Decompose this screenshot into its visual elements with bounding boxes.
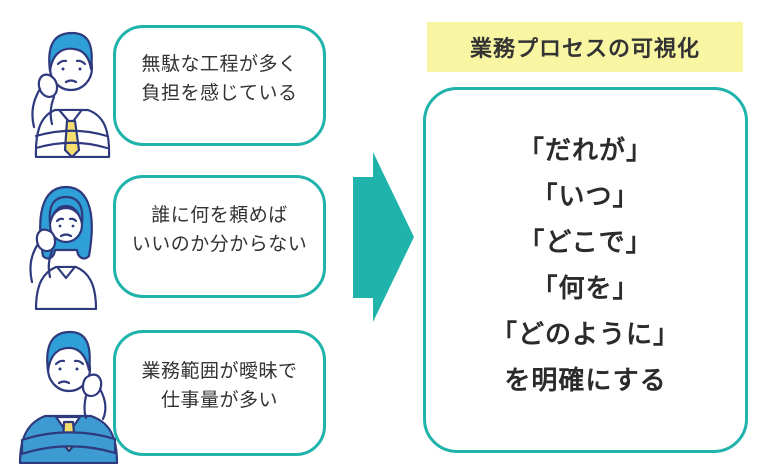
bubble-line: 無駄な工程が多く bbox=[141, 53, 298, 75]
pain-point-bubble-1: 無駄な工程が多く 負担を感じている bbox=[113, 25, 326, 146]
result-box: 「だれが」 「いつ」 「どこで」 「何を」 「どのように」 を明確にする bbox=[423, 87, 748, 453]
title-banner: 業務プロセスの可視化 bbox=[427, 22, 743, 72]
result-line: 「いつ」 bbox=[531, 181, 640, 211]
result-line: を明確にする bbox=[504, 365, 667, 395]
worried-man-shirt-icon bbox=[31, 31, 111, 158]
bubble-line: いいのか分からない bbox=[131, 233, 308, 255]
result-line: 「何を」 bbox=[531, 273, 640, 303]
right-block-arrow-icon bbox=[353, 152, 414, 322]
pain-point-bubble-3: 業務範囲が曖昧で 仕事量が多い bbox=[113, 330, 326, 456]
worried-man-suit-icon bbox=[18, 330, 119, 464]
worried-woman-icon bbox=[29, 185, 98, 310]
bubble-line: 業務範囲が曖昧で bbox=[141, 361, 298, 382]
result-line: 「だれが」 bbox=[517, 135, 653, 165]
bubble-line: 仕事量が多い bbox=[160, 390, 278, 411]
result-line: 「どのように」 bbox=[490, 319, 680, 349]
result-line: 「どこで」 bbox=[518, 227, 653, 257]
bubble-line: 誰に何を頼めば bbox=[151, 204, 288, 226]
bubble-line: 負担を感じている bbox=[141, 82, 298, 104]
pain-point-bubble-2: 誰に何を頼めば いいのか分からない bbox=[113, 175, 326, 298]
